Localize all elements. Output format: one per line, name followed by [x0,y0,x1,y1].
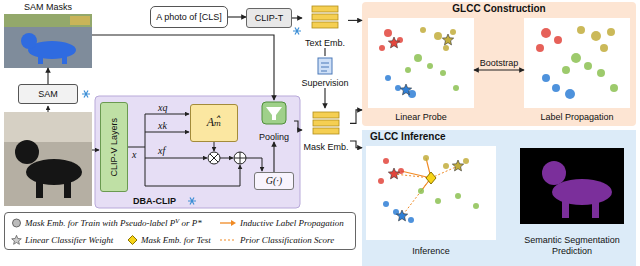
legend-text: Linear Classifier Weight [25,235,113,245]
node-text: Linear Probe [395,112,447,122]
legend-entry: Inductive Label Propagation [219,218,344,228]
connector-arrow [324,48,325,56]
legend-sample [219,235,237,245]
node-text: SAM Masks [24,2,72,12]
image-panel: SAM Masks [4,2,92,68]
legend-text: Mask Emb. for Train with Pseudo-label Pⱽ… [25,218,202,228]
node-text: Inference [412,246,450,256]
function-box: G(·) [254,172,294,190]
node-text: G(·) [266,175,282,187]
dog-photo [4,112,92,206]
legend-entry: Linear Classifier Weight [11,235,113,245]
node-text: Supervision [301,78,348,88]
legend-sample [219,218,237,228]
legend-entry: Prior Classification Score [219,235,334,245]
legend-sample [11,218,22,228]
node-text: CLIP-T [255,13,284,23]
node-text: Text Emb. [305,38,345,48]
legend-entry: Mask Emb. for Train with Pseudo-label Pⱽ… [11,218,202,228]
model-box: SAM [18,84,78,104]
embedding-stack: Mask Emb. [302,108,350,152]
scatter-points [378,26,618,223]
edge-label: Bootstrap [479,58,520,68]
connector-arrow [294,121,302,130]
legend-sample [127,235,138,245]
node-text: A photo of [CLS] [156,12,222,22]
stage-panel: GLCC InferenceInference Semantic Segmenta… [362,130,636,266]
connector-arrow [474,69,524,70]
input-arrows [48,106,99,150]
panel-fill [362,2,636,126]
variable-label: xf [158,145,165,157]
node-text: GLCC Construction [452,3,545,15]
connector-arrow [47,68,48,84]
panel-fill [95,96,300,208]
panel-fill [362,130,636,266]
legend-text: Prior Classification Score [240,235,334,245]
connector-arrow [292,17,302,18]
embedding-bars [312,6,339,134]
connector-arrow [92,35,274,100]
node-text: GLCC Inference [370,131,446,143]
node-text: Mask Emb. [303,142,348,152]
connector-arrow [350,141,362,148]
legend-sample [11,235,22,245]
scatter-plot: Inference [366,146,496,256]
node-text: SAM [38,89,58,99]
attention-box: Aₘ̂ [190,104,238,142]
plot-area [366,146,496,240]
node-text: Semantic Segmentation Prediction [513,235,631,256]
connector-arrow [273,142,274,172]
scatter-plot: Label Propagation [524,18,630,122]
frozen-icon [82,28,301,205]
node-text: Aₘ̂ [207,116,222,130]
pooling-icon [262,102,286,124]
node-text: Label Propagation [540,112,613,122]
legend-entry: Mask Emb. for Test [127,235,211,245]
connector-arrow [350,110,362,124]
segmentation-output: Semantic Segmentation Prediction [512,146,632,256]
legend-box: Mask Emb. for Train with Pseudo-label Pⱽ… [4,212,356,250]
plot-area [368,18,474,108]
node-text: Pooling [259,132,289,142]
connector-arrow [228,16,246,17]
segmentation-image [520,148,624,224]
layer-stack: CLIP-V Layers [100,102,128,192]
node-text: CLIP-V Layers [109,118,119,177]
connector-arrow [324,88,325,108]
variable-label: xk [158,120,167,132]
pooling-box: Pooling [254,100,294,142]
plot-area [524,18,630,108]
variable-label: xq [158,102,167,114]
encoder-box: CLIP-T [246,8,292,28]
scatter-plot: Linear Probe [368,18,474,122]
supervision-icon [318,58,332,74]
prompt-box: A photo of [CLS] [150,6,228,28]
supervision-node: Supervision [298,56,352,88]
node-text: DBA-CLIP [133,196,176,206]
legend-text: Mask Emb. for Test [141,235,211,245]
mask-image [4,14,92,68]
embedding-stack: Text Emb. [302,2,348,48]
module-panel: DBA-CLIP CLIP-V Layers Aₘ̂ PoolingG(·) [95,96,300,208]
legend-text: Inductive Label Propagation [240,218,344,228]
connector-arrow [348,20,362,21]
variable-label: x [132,149,136,161]
